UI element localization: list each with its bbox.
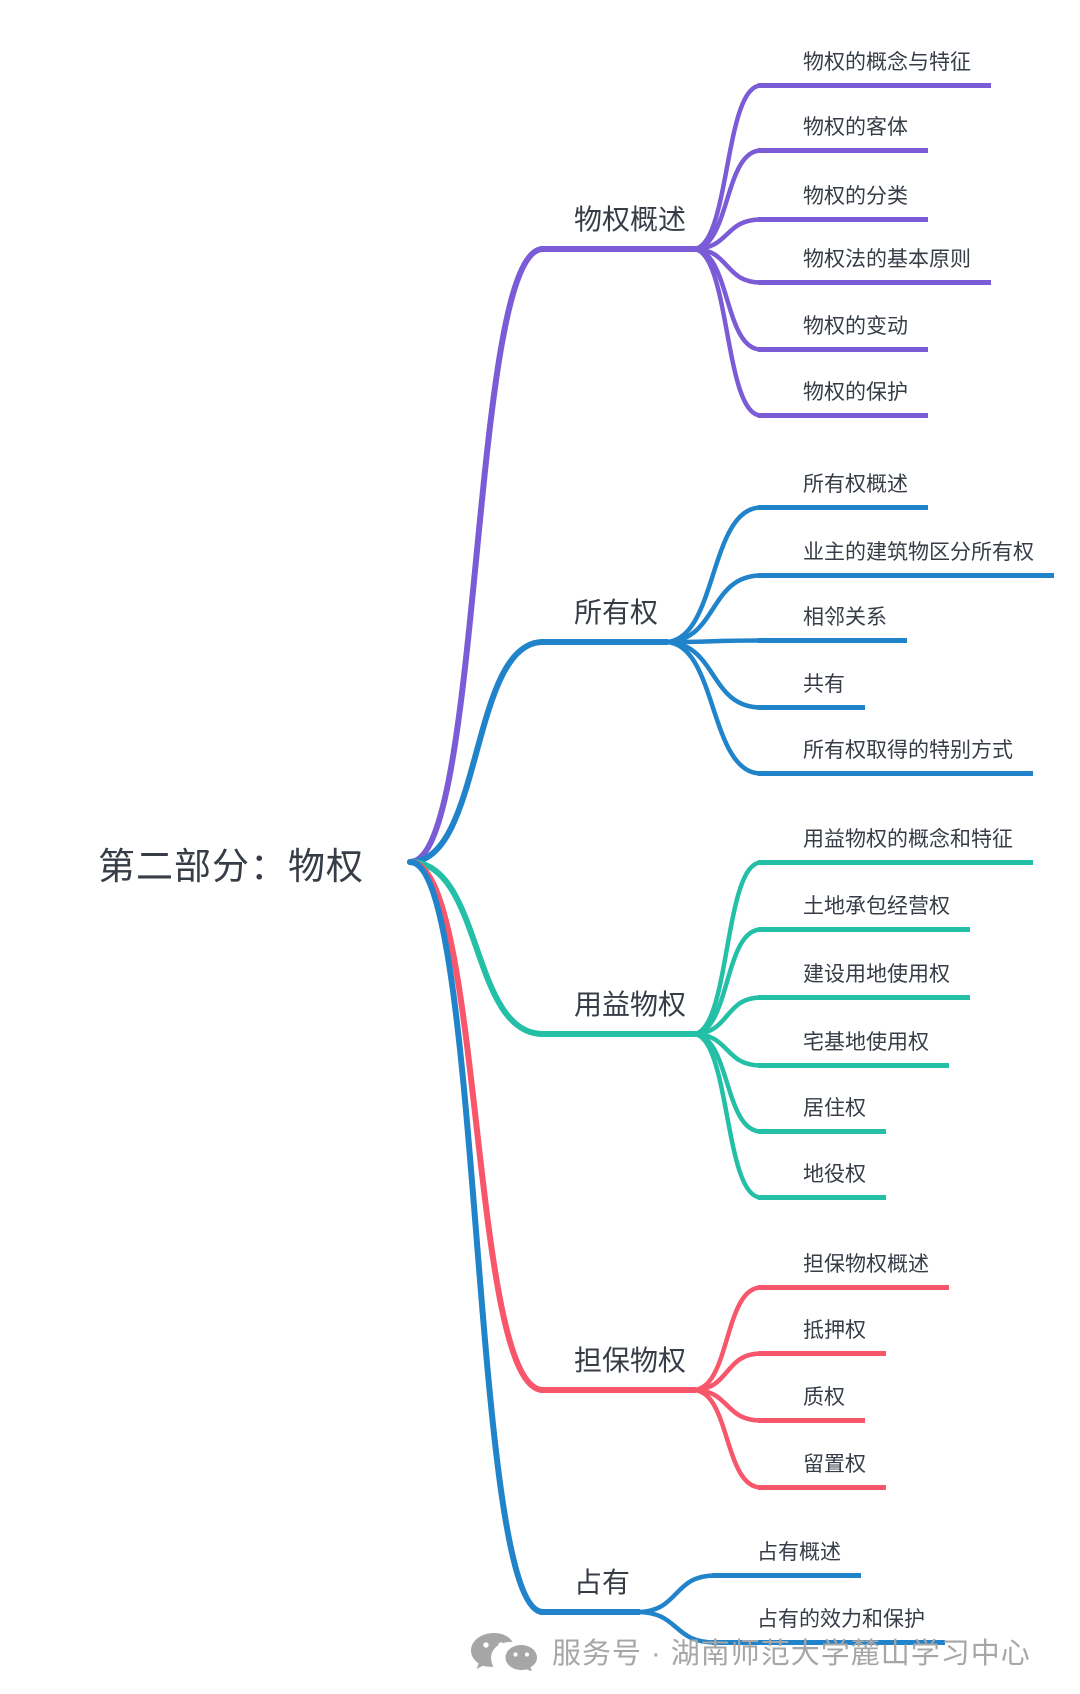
child-node-2-1[interactable]: 土地承包经营权 [758, 894, 970, 932]
root-node[interactable]: 第二部分：物权 [98, 846, 364, 887]
branch-node-2[interactable]: 用益物权 [540, 987, 697, 1037]
connector [690, 1285, 764, 1393]
child-node-2-4[interactable]: 居住权 [758, 1096, 886, 1134]
branch-node-1[interactable]: 所有权 [540, 595, 669, 645]
footer-watermark: 服务号 · 湖南师范大学麓山学习中心 [468, 1630, 1031, 1672]
child-node-3-2[interactable]: 质权 [758, 1385, 865, 1423]
connector [662, 639, 764, 776]
child-node-3-1[interactable]: 抵押权 [758, 1318, 886, 1356]
child-node-1-4[interactable]: 所有权取得的特别方式 [758, 738, 1033, 776]
connector [662, 639, 764, 710]
connector [690, 1031, 764, 1200]
connector [662, 505, 764, 645]
child-node-4-1[interactable]: 占有的效力和保护 [712, 1607, 945, 1645]
child-node-2-5[interactable]: 地役权 [758, 1162, 886, 1200]
connector [690, 860, 764, 1037]
child-node-3-3[interactable]: 留置权 [758, 1452, 886, 1490]
child-node-4-0[interactable]: 占有概述 [712, 1540, 861, 1578]
child-node-1-2[interactable]: 相邻关系 [758, 605, 907, 643]
child-node-2-2[interactable]: 建设用地使用权 [758, 962, 970, 1000]
child-node-1-0[interactable]: 所有权概述 [758, 472, 928, 510]
branch-node-0[interactable]: 物权概述 [540, 202, 697, 252]
connector [407, 859, 546, 1615]
child-node-1-3[interactable]: 共有 [758, 672, 865, 710]
connector [662, 573, 764, 645]
child-node-0-5[interactable]: 物权的保护 [758, 380, 928, 418]
child-node-2-3[interactable]: 宅基地使用权 [758, 1030, 949, 1068]
connector [690, 83, 764, 252]
child-node-3-0[interactable]: 担保物权概述 [758, 1252, 949, 1290]
connector [690, 927, 764, 1037]
child-node-0-0[interactable]: 物权的概念与特征 [758, 50, 991, 88]
connector [407, 859, 546, 1037]
child-node-0-4[interactable]: 物权的变动 [758, 314, 928, 352]
child-node-1-1[interactable]: 业主的建筑物区分所有权 [758, 540, 1054, 578]
connector [690, 1387, 764, 1490]
connector [690, 148, 764, 252]
child-node-0-2[interactable]: 物权的分类 [758, 184, 928, 222]
connector [407, 639, 546, 865]
connector [407, 859, 546, 1393]
connector [634, 1573, 718, 1615]
connector [690, 246, 764, 418]
child-node-2-0[interactable]: 用益物权的概念和特征 [758, 827, 1033, 865]
connector [407, 246, 546, 865]
child-node-0-3[interactable]: 物权法的基本原则 [758, 247, 991, 285]
child-node-0-1[interactable]: 物权的客体 [758, 115, 928, 153]
wechat-icon [471, 1633, 537, 1671]
footer-text: 服务号 · 湖南师范大学麓山学习中心 [552, 1638, 1031, 1670]
connector [634, 1609, 718, 1645]
branch-node-4[interactable]: 占有 [540, 1565, 641, 1615]
branch-node-3[interactable]: 担保物权 [540, 1343, 697, 1393]
